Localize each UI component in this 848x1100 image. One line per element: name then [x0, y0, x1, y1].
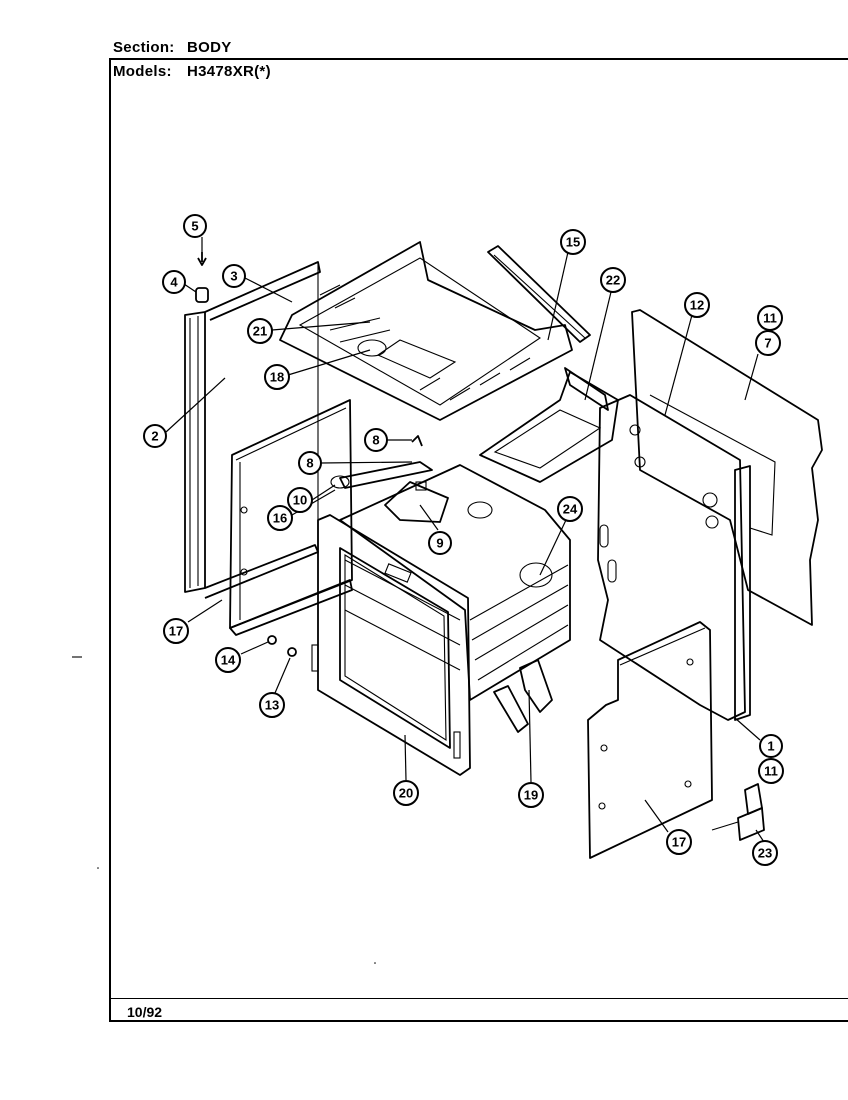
- svg-text:22: 22: [606, 273, 620, 288]
- svg-text:1: 1: [767, 739, 774, 754]
- section-heading: Section: BODY: [113, 40, 232, 56]
- svg-text:11: 11: [764, 764, 778, 779]
- callout-10: 10: [287, 487, 313, 513]
- svg-text:12: 12: [690, 298, 704, 313]
- footer-rule: [111, 998, 848, 999]
- svg-text:18: 18: [270, 370, 284, 385]
- diagram-frame: [109, 58, 848, 1022]
- part-burner-bracket: [330, 435, 449, 523]
- svg-text:19: 19: [524, 788, 538, 803]
- svg-text:21: 21: [253, 324, 267, 339]
- svg-text:8: 8: [372, 433, 379, 448]
- callout-11-bottom: 11: [758, 758, 784, 784]
- part-left-liner: [229, 399, 353, 636]
- section-value: BODY: [187, 39, 232, 56]
- callout-2: 2: [143, 424, 167, 448]
- part-clip: [195, 252, 209, 303]
- callout-3: 3: [222, 264, 246, 288]
- footer-date: 10/92: [127, 1004, 163, 1020]
- part-small-hardware: [267, 635, 297, 657]
- svg-text:9: 9: [436, 536, 443, 551]
- callout-1: 1: [759, 734, 783, 758]
- callout-20: 20: [393, 780, 419, 806]
- callout-16: 16: [267, 505, 293, 531]
- section-label: Section:: [113, 39, 175, 56]
- svg-text:3: 3: [230, 269, 237, 284]
- svg-text:17: 17: [169, 624, 183, 639]
- svg-text:23: 23: [758, 846, 772, 861]
- part-oven-cavity: [339, 464, 571, 701]
- callout-24: 24: [557, 496, 583, 522]
- part-hinge-bracket: [493, 659, 553, 733]
- part-angle-bracket: [711, 783, 765, 841]
- part-right-side-panel: [597, 309, 823, 721]
- models-label: Models:: [113, 63, 172, 80]
- svg-text:11: 11: [763, 311, 777, 326]
- part-vent-duct: [479, 367, 619, 483]
- part-top-frame: [279, 241, 573, 421]
- callout-4: 4: [162, 270, 186, 294]
- callout-17-left: 17: [163, 618, 189, 644]
- models-heading: Models: H3478XR(*): [113, 64, 271, 80]
- callout-5: 5: [183, 214, 207, 238]
- part-rear-vent: [487, 245, 591, 343]
- scan-specks: [72, 656, 376, 964]
- svg-text:8: 8: [306, 456, 313, 471]
- callout-12: 12: [684, 292, 710, 318]
- svg-text:4: 4: [170, 275, 178, 290]
- callout-21: 21: [247, 318, 273, 344]
- callout-19: 19: [518, 782, 544, 808]
- part-front-frame: [311, 514, 471, 776]
- callout-8-upper: 8: [364, 428, 388, 452]
- leader-lines: [165, 237, 765, 843]
- svg-text:14: 14: [221, 653, 236, 668]
- svg-text:15: 15: [566, 235, 580, 250]
- models-value: H3478XR(*): [187, 63, 271, 80]
- svg-text:7: 7: [764, 336, 771, 351]
- svg-text:24: 24: [563, 502, 578, 517]
- svg-text:5: 5: [191, 219, 198, 234]
- callout-22: 22: [600, 267, 626, 293]
- svg-text:13: 13: [265, 698, 279, 713]
- svg-text:2: 2: [151, 429, 158, 444]
- callout-11-top: 11: [757, 305, 783, 331]
- svg-text:10: 10: [293, 493, 307, 508]
- callout-8-lower: 8: [298, 451, 322, 475]
- callout-23: 23: [752, 840, 778, 866]
- callout-13: 13: [259, 692, 285, 718]
- svg-text:17: 17: [672, 835, 686, 850]
- callout-9: 9: [428, 531, 452, 555]
- svg-text:20: 20: [399, 786, 413, 801]
- callout-7: 7: [755, 330, 781, 356]
- callout-14: 14: [215, 647, 241, 673]
- callout-15: 15: [560, 229, 586, 255]
- callout-18-top: 18: [264, 364, 290, 390]
- part-right-lower-panel: [587, 621, 713, 859]
- callout-17-right: 17: [666, 829, 692, 855]
- svg-text:16: 16: [273, 511, 287, 526]
